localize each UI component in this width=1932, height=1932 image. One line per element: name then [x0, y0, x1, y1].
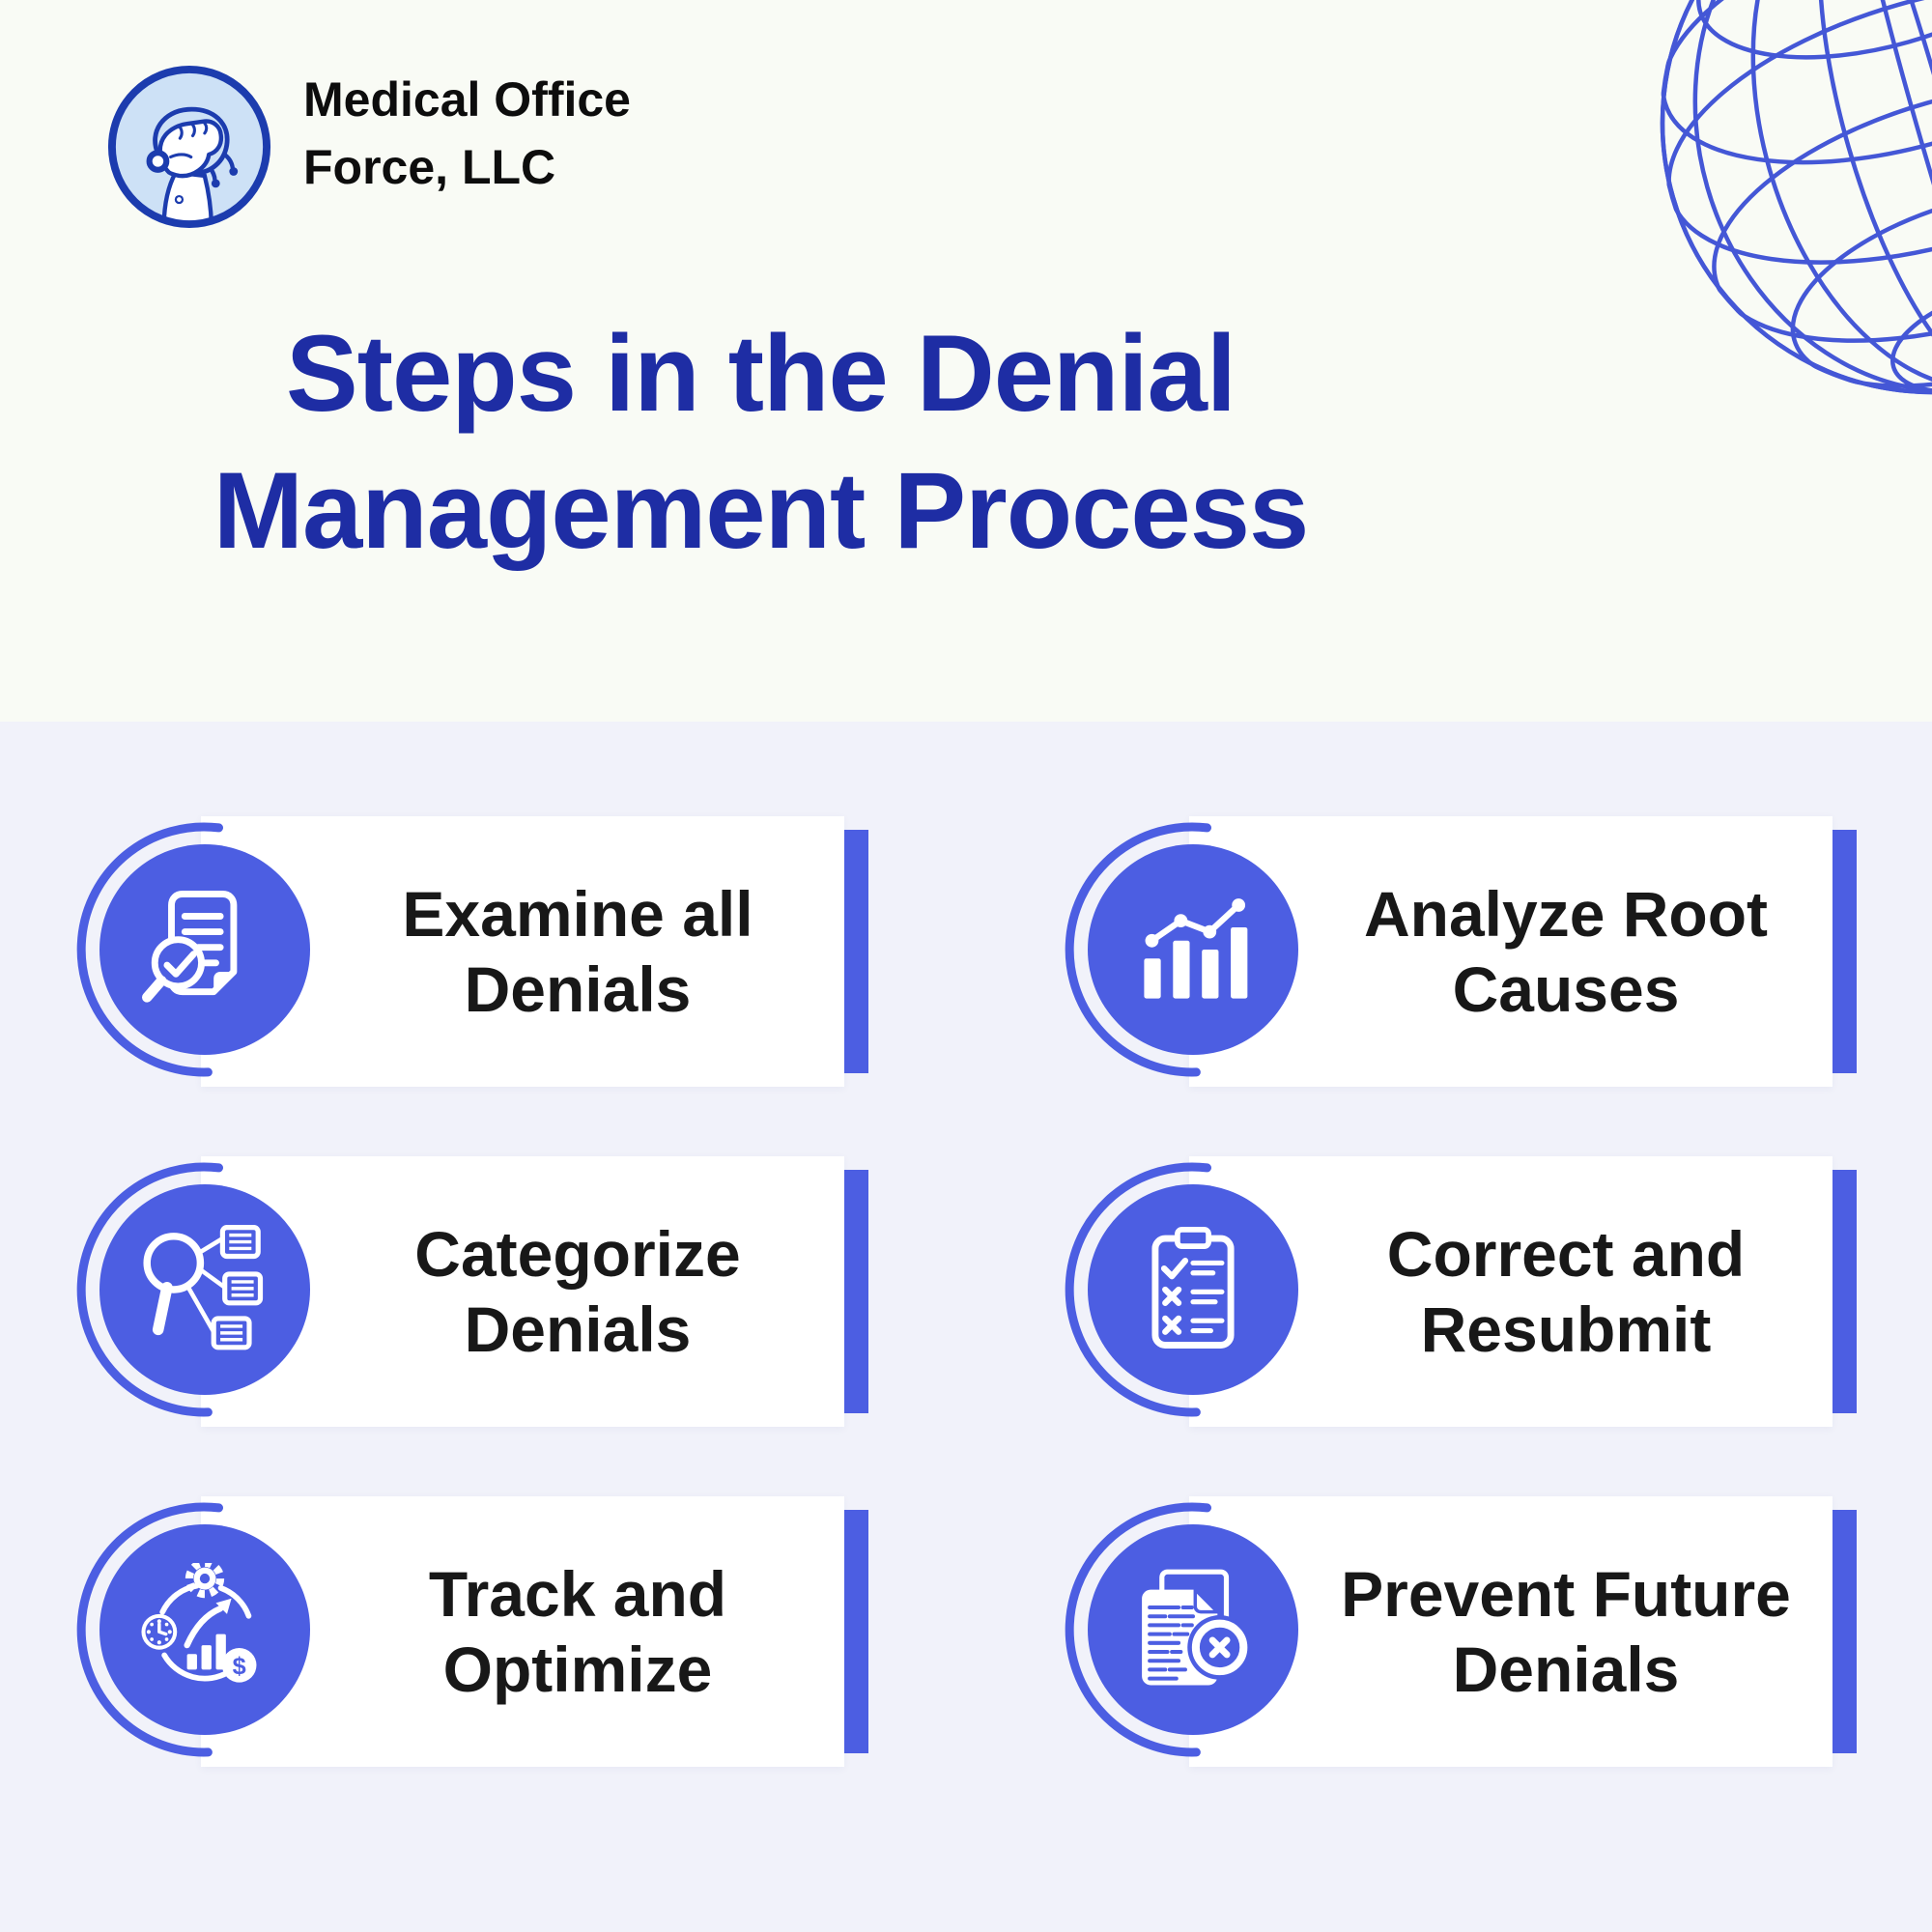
circle-arc-decoration — [1065, 1502, 1211, 1757]
circle-arc-decoration — [1065, 822, 1211, 1077]
step-icon-circle — [99, 844, 310, 1055]
fist-holding-stethoscope-icon — [107, 65, 271, 229]
step-label-line1: Correct and — [1386, 1218, 1746, 1290]
step-icon-circle — [1088, 1524, 1298, 1735]
magnifier-categories-icon — [143, 1225, 264, 1350]
step-label-line1: Prevent Future — [1341, 1558, 1791, 1630]
step-label: Analyze Root Causes — [1313, 816, 1819, 1087]
cycle-gear-clock-dollar-icon: $ — [141, 1563, 257, 1683]
page-title-line2: Management Process — [213, 450, 1310, 571]
step-icon-circle — [99, 1184, 310, 1395]
step-label-line2: Denials — [464, 953, 692, 1025]
step-label: Prevent Future Denials — [1313, 1496, 1819, 1767]
company-name: Medical Office Force, LLC — [303, 66, 631, 201]
circle-arc-decoration — [76, 1502, 223, 1757]
step-icon-circle: $ — [99, 1524, 310, 1735]
step-card-examine-denials: Examine all Denials — [76, 816, 868, 1087]
step-label-line2: Optimize — [442, 1634, 713, 1705]
page-title: Steps in the Denial Management Process — [0, 305, 1521, 580]
step-label-line1: Analyze Root — [1363, 878, 1769, 950]
step-card-categorize-denials: Categorize Denials — [76, 1156, 868, 1427]
company-name-line2: Force, LLC — [303, 140, 556, 194]
step-label: Examine all Denials — [325, 816, 831, 1087]
step-label-line2: Resubmit — [1420, 1293, 1712, 1365]
step-label-line2: Denials — [1452, 1634, 1680, 1705]
step-label-line1: Track and — [428, 1558, 727, 1630]
bar-chart-trend-icon — [1144, 898, 1248, 999]
svg-text:$: $ — [233, 1653, 246, 1680]
clipboard-checklist-icon — [1151, 1227, 1235, 1349]
circle-arc-decoration — [76, 822, 223, 1077]
step-label-line1: Examine all — [402, 878, 753, 950]
card-accent-bar — [844, 830, 868, 1073]
document-magnifier-check-icon — [142, 891, 238, 1003]
step-icon-circle — [1088, 844, 1298, 1055]
card-accent-bar — [844, 1170, 868, 1413]
step-card-correct-resubmit: Correct and Resubmit — [1065, 1156, 1857, 1427]
document-cancel-icon — [1142, 1569, 1252, 1686]
step-card-track-optimize: $ Track and Optimize — [76, 1496, 868, 1767]
circle-arc-decoration — [76, 1162, 223, 1417]
page-title-line1: Steps in the Denial — [286, 313, 1236, 434]
circle-arc-decoration — [1065, 1162, 1211, 1417]
step-label-line2: Denials — [464, 1293, 692, 1365]
card-accent-bar — [1833, 830, 1857, 1073]
step-label: Correct and Resubmit — [1313, 1156, 1819, 1427]
company-name-line1: Medical Office — [303, 72, 631, 127]
card-accent-bar — [844, 1510, 868, 1753]
wireframe-globe — [1660, 0, 1932, 395]
step-card-analyze-root-causes: Analyze Root Causes — [1065, 816, 1857, 1087]
step-label-line2: Causes — [1452, 953, 1680, 1025]
card-accent-bar — [1833, 1510, 1857, 1753]
step-label: Track and Optimize — [325, 1496, 831, 1767]
step-label: Categorize Denials — [325, 1156, 831, 1427]
step-card-prevent-future-denials: Prevent Future Denials — [1065, 1496, 1857, 1767]
step-label-line1: Categorize — [414, 1218, 741, 1290]
card-accent-bar — [1833, 1170, 1857, 1413]
background-top — [0, 0, 1932, 722]
step-icon-circle — [1088, 1184, 1298, 1395]
